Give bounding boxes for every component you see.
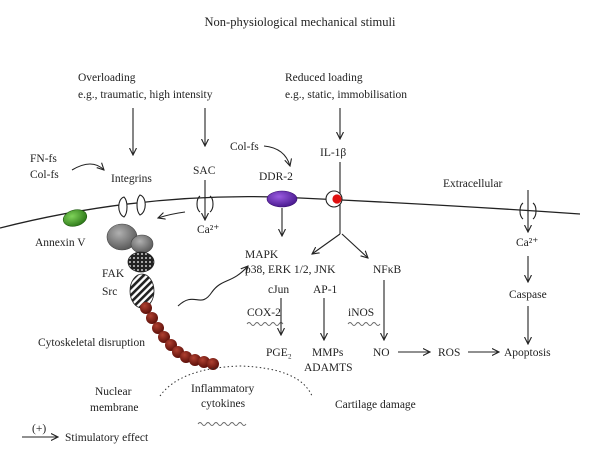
sac-label: SAC: [193, 165, 216, 177]
inflammatory-label: Inflammatory: [191, 383, 254, 395]
inos-mrna-glyph: [347, 322, 381, 326]
cytoskeleton-to-mapk-arrow: [177, 266, 248, 307]
cox2-mrna-glyph: [246, 322, 284, 326]
nuclear-label: Nuclear: [95, 386, 132, 398]
actin-chain: [140, 302, 219, 370]
overloading-label: Overloading: [78, 72, 136, 84]
membrane-label: membrane: [90, 402, 139, 414]
pge2-label: PGE₂: [266, 347, 292, 359]
cell-membrane: [0, 195, 581, 229]
il1-to-nfkb-arrow: [341, 233, 368, 258]
sac-channel-left: [196, 195, 201, 213]
paxillin-protein: [130, 234, 154, 254]
cytokines-label: cytokines: [201, 398, 246, 410]
src-protein: [129, 273, 155, 309]
nfkb-label: NFκB: [373, 264, 401, 276]
legend-label: Stimulatory effect: [65, 432, 149, 444]
overloading-example: e.g., traumatic, high intensity: [78, 89, 213, 101]
apoptosis-label: Apoptosis: [504, 347, 551, 359]
fak-protein: [127, 251, 155, 273]
annexin-v-label: Annexin V: [35, 237, 86, 249]
col-fs-to-ddr2-arrow: [263, 145, 290, 166]
nuclear-membrane-boundary: [159, 365, 313, 397]
il1-ligand-dot: [332, 194, 342, 204]
ap1-label: AP-1: [313, 284, 338, 296]
ddr2-label: DDR-2: [259, 171, 293, 183]
ros-label: ROS: [438, 347, 460, 359]
integrin-subunit-beta: [136, 194, 146, 216]
mmps-label: MMPs: [312, 347, 344, 359]
extracellular-label: Extracellular: [443, 178, 503, 190]
adamts-label: ADAMTS: [304, 362, 353, 374]
mapk-label: MAPK: [245, 249, 279, 261]
il1-label: IL-1β: [320, 147, 346, 159]
ca-left-label: Ca²⁺: [197, 224, 219, 236]
cytokine-mrna-glyph: [197, 422, 247, 426]
ddr2-receptor: [266, 190, 298, 208]
mapk-subtypes-label: p38, ERK 1/2, JNK: [245, 264, 336, 276]
integrins-label: Integrins: [111, 173, 152, 185]
ca-right-label: Ca²⁺: [516, 237, 538, 249]
ca-to-integrins-arrow: [158, 211, 186, 218]
no-label: NO: [373, 347, 390, 359]
il1-to-mapk-arrow: [312, 233, 341, 254]
integrin-subunit-alpha: [118, 196, 128, 218]
col-fs-label: Col-fs: [230, 141, 259, 153]
fn-fs-label: FN-fs: [30, 153, 57, 165]
caspase-label: Caspase: [509, 289, 547, 301]
reduced-loading-example: e.g., static, immobilisation: [285, 89, 407, 101]
reduced-loading-label: Reduced loading: [285, 72, 363, 84]
cox2-label: COX-2: [247, 307, 281, 319]
fn-fs-to-integrins-arrow: [71, 164, 104, 170]
cytoskeletal-disruption-label: Cytoskeletal disruption: [38, 337, 145, 349]
inos-label: iNOS: [348, 307, 374, 319]
col-fs-left-label: Col-fs: [30, 169, 59, 181]
annexin-v-protein: [62, 209, 88, 227]
src-label: Src: [102, 286, 117, 298]
sac-channel-right: [209, 195, 214, 213]
legend-symbol: (+): [32, 423, 46, 435]
right-channel-right: [532, 202, 537, 220]
cartilage-damage-label: Cartilage damage: [335, 399, 416, 411]
fak-label: FAK: [102, 268, 125, 280]
diagram-title: Non-physiological mechanical stimuli: [205, 15, 396, 29]
right-channel-left: [519, 202, 524, 220]
cjun-label: cJun: [268, 284, 289, 296]
